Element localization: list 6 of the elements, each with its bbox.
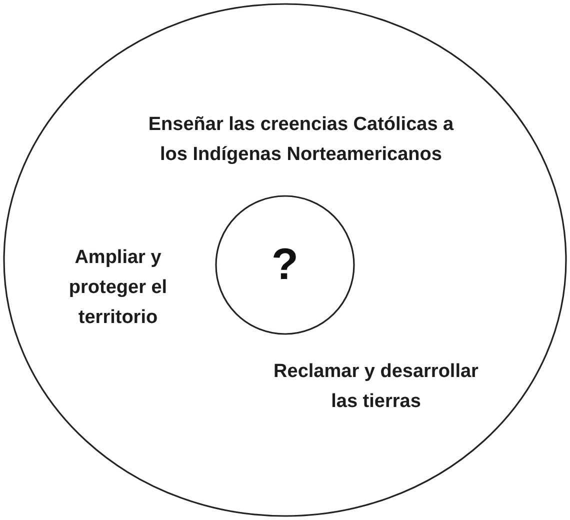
text-label: Reclamar y desarrollar las tierras (272, 360, 480, 414)
text-label: Ampliar y proteger el territorio (68, 246, 168, 330)
text-label: Enseñar las creencias Católicas a los Indígenas Norteamericanos (147, 113, 455, 167)
inner-circle (215, 195, 355, 335)
outer-circle (3, 3, 567, 517)
question-mark: ? (272, 243, 298, 287)
